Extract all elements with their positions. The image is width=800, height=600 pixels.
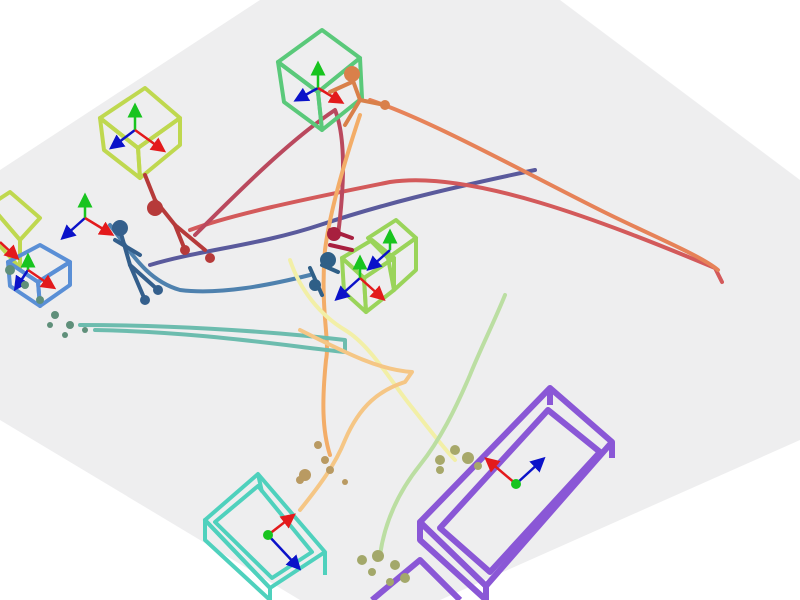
figure-olive-cluster-bottom [357, 550, 410, 586]
figure-teal-cluster [5, 265, 88, 338]
axis-gizmo-navy-figure [60, 192, 115, 241]
figure-tan-cluster [296, 441, 348, 485]
trajectory-pale-green [378, 293, 507, 557]
figure-olive-cluster-right [435, 445, 482, 474]
trajectory-light-yellow [288, 258, 457, 462]
axis-gizmo-lime-box [109, 102, 167, 153]
trajectory-crimson [193, 108, 345, 237]
axis-gizmos [0, 60, 546, 571]
box-purple-large [417, 385, 615, 600]
box-lime-center-pair [340, 218, 418, 314]
axis-gizmo-teal-box [263, 513, 302, 571]
axis-gizmo-left-edge [0, 241, 57, 292]
trajectory-teal [78, 323, 347, 354]
trajectory-red [188, 178, 724, 284]
figure-orange [328, 66, 390, 127]
figure-steel-blue-center [308, 252, 340, 297]
figure-crimson [143, 173, 215, 263]
box-purple-bottom [370, 557, 463, 600]
figure-crimson-center [327, 227, 354, 252]
axis-gizmo-green-box [293, 60, 345, 104]
trajectory-light-orange [321, 113, 362, 457]
trajectory-navy [148, 168, 537, 267]
axis-gizmo-purple-box [484, 456, 546, 489]
box-teal-bottom [203, 472, 327, 600]
figure-navy [112, 220, 163, 305]
trajectory-orange [368, 98, 720, 272]
axis-gizmo-center-box [334, 228, 398, 302]
